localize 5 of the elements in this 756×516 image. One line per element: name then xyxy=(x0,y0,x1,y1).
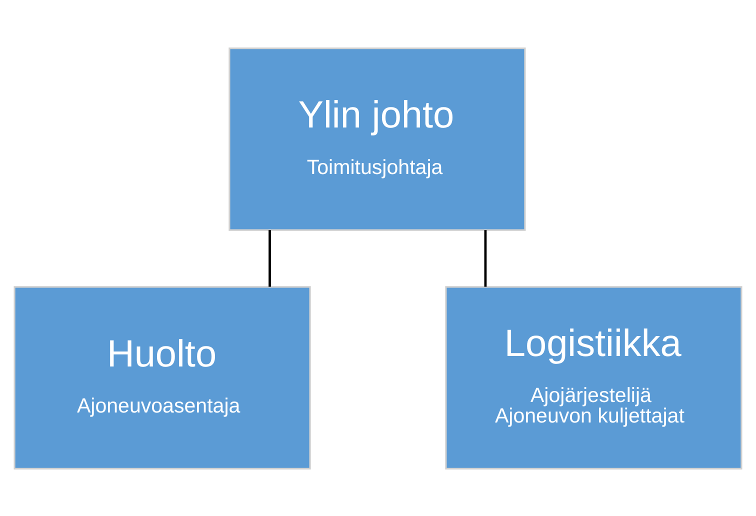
connector xyxy=(484,230,487,286)
node-box: Ylin johto Toimitusjohtaja xyxy=(228,47,526,230)
connector xyxy=(268,230,271,286)
node-box: Logistiikka Ajojärjestelijä Ajoneuvon kuljettajat xyxy=(445,286,742,469)
node-box: Huolto Ajoneuvoasentaja xyxy=(14,286,311,469)
